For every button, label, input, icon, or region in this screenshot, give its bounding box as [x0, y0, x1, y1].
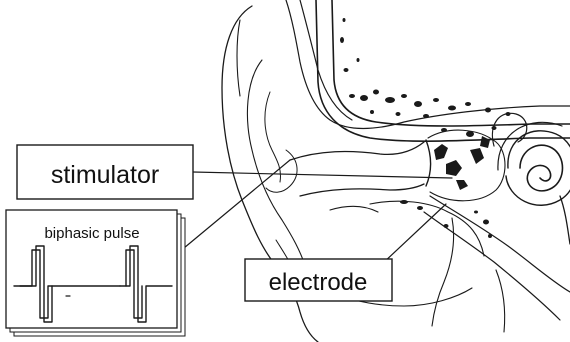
pinna-antihelix	[265, 92, 281, 182]
ear-canal-lower	[300, 184, 424, 196]
electrode-box: electrode	[245, 259, 392, 301]
skull-contour-inner	[300, 0, 352, 120]
electrode-label: electrode	[269, 269, 368, 296]
skull-contour	[286, 0, 570, 129]
eustachian-tube-upper	[430, 196, 570, 292]
stimulator-box: stimulator	[17, 145, 193, 199]
vessel-lower-1	[370, 201, 484, 256]
leader-lines	[184, 160, 452, 264]
ossicles	[434, 136, 490, 190]
pinna-inner-fold	[247, 60, 306, 268]
cochlea	[498, 122, 570, 205]
auditory-nerve	[560, 196, 570, 244]
vessel-lower-2	[330, 206, 378, 212]
eardrum	[426, 140, 431, 186]
styloid-process	[432, 218, 454, 326]
stimulator-label: stimulator	[51, 161, 159, 189]
electrode-leader-line	[382, 204, 446, 264]
eustachian-tube-lower	[424, 212, 560, 320]
stimulator-leader-line	[193, 172, 452, 178]
neck-contour	[496, 270, 505, 332]
pinna-helix	[237, 20, 240, 96]
temporal-bone-outer	[316, 0, 570, 141]
semicircular-canal	[492, 113, 526, 146]
biphasic-pulse-box: biphasic pulse	[6, 210, 185, 336]
concha-curve	[266, 150, 297, 192]
ear-canal-upper	[290, 142, 424, 160]
biphasic-pulse-label: biphasic pulse	[44, 225, 139, 242]
